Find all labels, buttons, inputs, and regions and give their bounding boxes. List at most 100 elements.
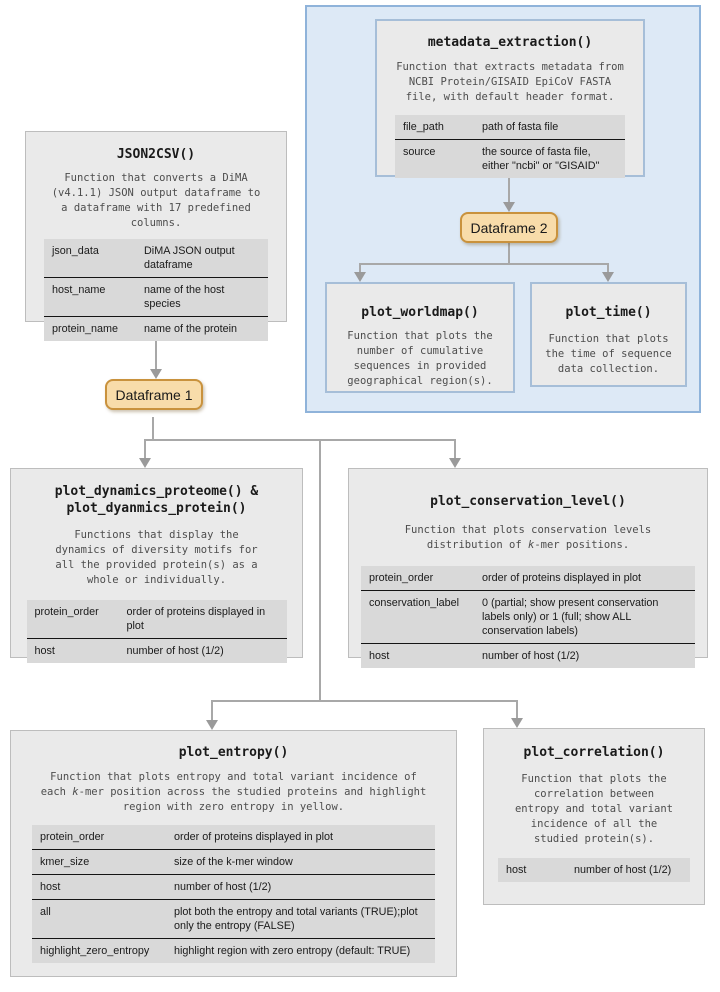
- connector-metadata-to-df2: [508, 177, 510, 203]
- param-row: host number of host (1/2): [361, 643, 695, 668]
- function-title: plot_worldmap(): [361, 305, 479, 320]
- param-desc: size of the k-mer window: [174, 856, 293, 868]
- function-title: metadata_extraction(): [427, 35, 593, 50]
- function-title: plot_conservation_level(): [430, 494, 626, 509]
- param-row: protein_order order of proteins displaye…: [361, 566, 695, 590]
- param-desc: name of the protein: [144, 323, 238, 335]
- param-desc: order of proteins displayed in plot: [126, 606, 266, 632]
- param-table: file_path path of fasta file source the …: [395, 115, 625, 178]
- connector-bottom-branch: [211, 700, 518, 702]
- param-name: protein_order: [34, 606, 99, 618]
- connector-to-entropy: [211, 700, 213, 721]
- param-desc: number of host (1/2): [174, 881, 272, 893]
- param-desc: number of host (1/2): [482, 650, 580, 662]
- arrow-down-icon: [139, 458, 151, 468]
- dataframe2-node: Dataframe 2: [460, 212, 558, 243]
- param-desc: plot both the entropy and total variants…: [174, 906, 418, 932]
- param-row: host number of host (1/2): [498, 858, 690, 882]
- param-desc: highlight region with zero entropy (defa…: [174, 945, 411, 957]
- param-desc: path of fasta file: [482, 121, 559, 133]
- connector-df1-stem: [152, 417, 154, 441]
- connector-middle-stem: [319, 439, 321, 702]
- param-desc: the source of fasta file, either "ncbi" …: [482, 146, 600, 172]
- connector-to-conservation: [454, 439, 456, 459]
- dataframe1-node: Dataframe 1: [105, 379, 203, 410]
- function-description: Function that plots the time of sequence…: [545, 333, 672, 375]
- param-desc: name of the host species: [144, 284, 225, 310]
- param-row: host number of host (1/2): [32, 874, 435, 899]
- function-title: plot_entropy(): [178, 745, 289, 760]
- param-row: protein_name name of the protein: [44, 316, 268, 341]
- param-name: host: [34, 645, 55, 657]
- param-desc: order of proteins displayed in plot: [482, 572, 642, 584]
- param-desc: 0 (partial; show present conservation la…: [482, 597, 659, 637]
- param-row: all plot both the entropy and total vari…: [32, 899, 435, 938]
- param-name: host: [369, 650, 390, 662]
- param-table: protein_order order of proteins displaye…: [26, 600, 287, 663]
- param-row: host number of host (1/2): [26, 638, 287, 663]
- param-desc: number of host (1/2): [574, 864, 672, 876]
- param-desc: order of proteins displayed in plot: [174, 831, 334, 843]
- function-description: Function that extracts metadata from NCB…: [396, 61, 624, 103]
- param-row: protein_order order of proteins displaye…: [32, 825, 435, 849]
- function-description: Function that plots entropy and total va…: [40, 771, 427, 813]
- connector-json2csv-to-df1: [155, 322, 157, 370]
- json2csv-box: JSON2CSV() Function that converts a DiMA…: [25, 131, 287, 341]
- plot-correlation-box: plot_correlation() Function that plots t…: [483, 728, 705, 905]
- param-table: json_data DiMA JSON output dataframe hos…: [44, 239, 268, 341]
- arrow-down-icon: [449, 458, 461, 468]
- function-description: Function that converts a DiMA (v4.1.1) J…: [51, 172, 261, 229]
- connector-to-dynamics: [144, 439, 146, 459]
- arrow-down-icon: [354, 272, 366, 282]
- function-description: Functions that display the dynamics of d…: [55, 529, 258, 586]
- connector-df2-branch: [359, 263, 609, 265]
- param-name: conservation_label: [369, 597, 460, 609]
- param-table: host number of host (1/2): [498, 858, 690, 882]
- param-row: file_path path of fasta file: [395, 115, 625, 139]
- arrow-down-icon: [503, 202, 515, 212]
- param-name: host_name: [52, 284, 106, 296]
- param-table: protein_order order of proteins displaye…: [361, 566, 695, 668]
- connector-to-worldmap: [359, 263, 361, 273]
- function-description: Function that plots the correlation betw…: [514, 773, 674, 845]
- connector-to-correlation: [516, 700, 518, 719]
- param-desc: number of host (1/2): [126, 645, 224, 657]
- param-name: host: [506, 864, 527, 876]
- param-row: protein_order order of proteins displaye…: [27, 600, 287, 638]
- function-title: plot_correlation(): [523, 745, 665, 760]
- plot-dynamics-box: plot_dynamics_proteome() & plot_dyanmics…: [10, 468, 303, 663]
- dataframe1-label: Dataframe 1: [115, 386, 193, 403]
- param-name: protein_name: [52, 323, 119, 335]
- function-description: Function that plots conservation levels …: [404, 524, 652, 551]
- plot-time-box: plot_time() Function that plots the time…: [530, 282, 687, 387]
- param-name: source: [403, 146, 436, 158]
- param-row: kmer_size size of the k-mer window: [32, 849, 435, 874]
- plot-entropy-box: plot_entropy() Function that plots entro…: [10, 730, 457, 977]
- param-name: json_data: [52, 245, 99, 257]
- plot-worldmap-box: plot_worldmap() Function that plots the …: [325, 282, 515, 393]
- param-name: host: [40, 881, 61, 893]
- function-title: plot_time(): [565, 305, 652, 320]
- param-name: file_path: [403, 121, 444, 133]
- arrow-down-icon: [206, 720, 218, 730]
- metadata-extraction-box: metadata_extraction() Function that extr…: [375, 19, 645, 178]
- arrow-down-icon: [150, 369, 162, 379]
- param-name: protein_order: [40, 831, 105, 843]
- param-row: source the source of fasta file, either …: [395, 139, 625, 178]
- param-row: conservation_label 0 (partial; show pres…: [361, 590, 695, 643]
- param-table: protein_order order of proteins displaye…: [32, 825, 435, 963]
- function-title: JSON2CSV(): [116, 147, 196, 162]
- arrow-down-icon: [511, 718, 523, 728]
- arrow-down-icon: [602, 272, 614, 282]
- function-title: plot_dynamics_proteome() & plot_dyanmics…: [54, 484, 259, 516]
- param-name: kmer_size: [40, 856, 90, 868]
- param-name: all: [40, 906, 51, 918]
- param-row: host_name name of the host species: [44, 277, 268, 316]
- param-row: highlight_zero_entropy highlight region …: [32, 938, 435, 963]
- connector-to-time: [607, 263, 609, 273]
- connector-df2-stem: [508, 243, 510, 265]
- dataframe2-label: Dataframe 2: [470, 219, 548, 236]
- connector-df1-branch: [144, 439, 456, 441]
- plot-conservation-level-box: plot_conservation_level() Function that …: [348, 468, 708, 668]
